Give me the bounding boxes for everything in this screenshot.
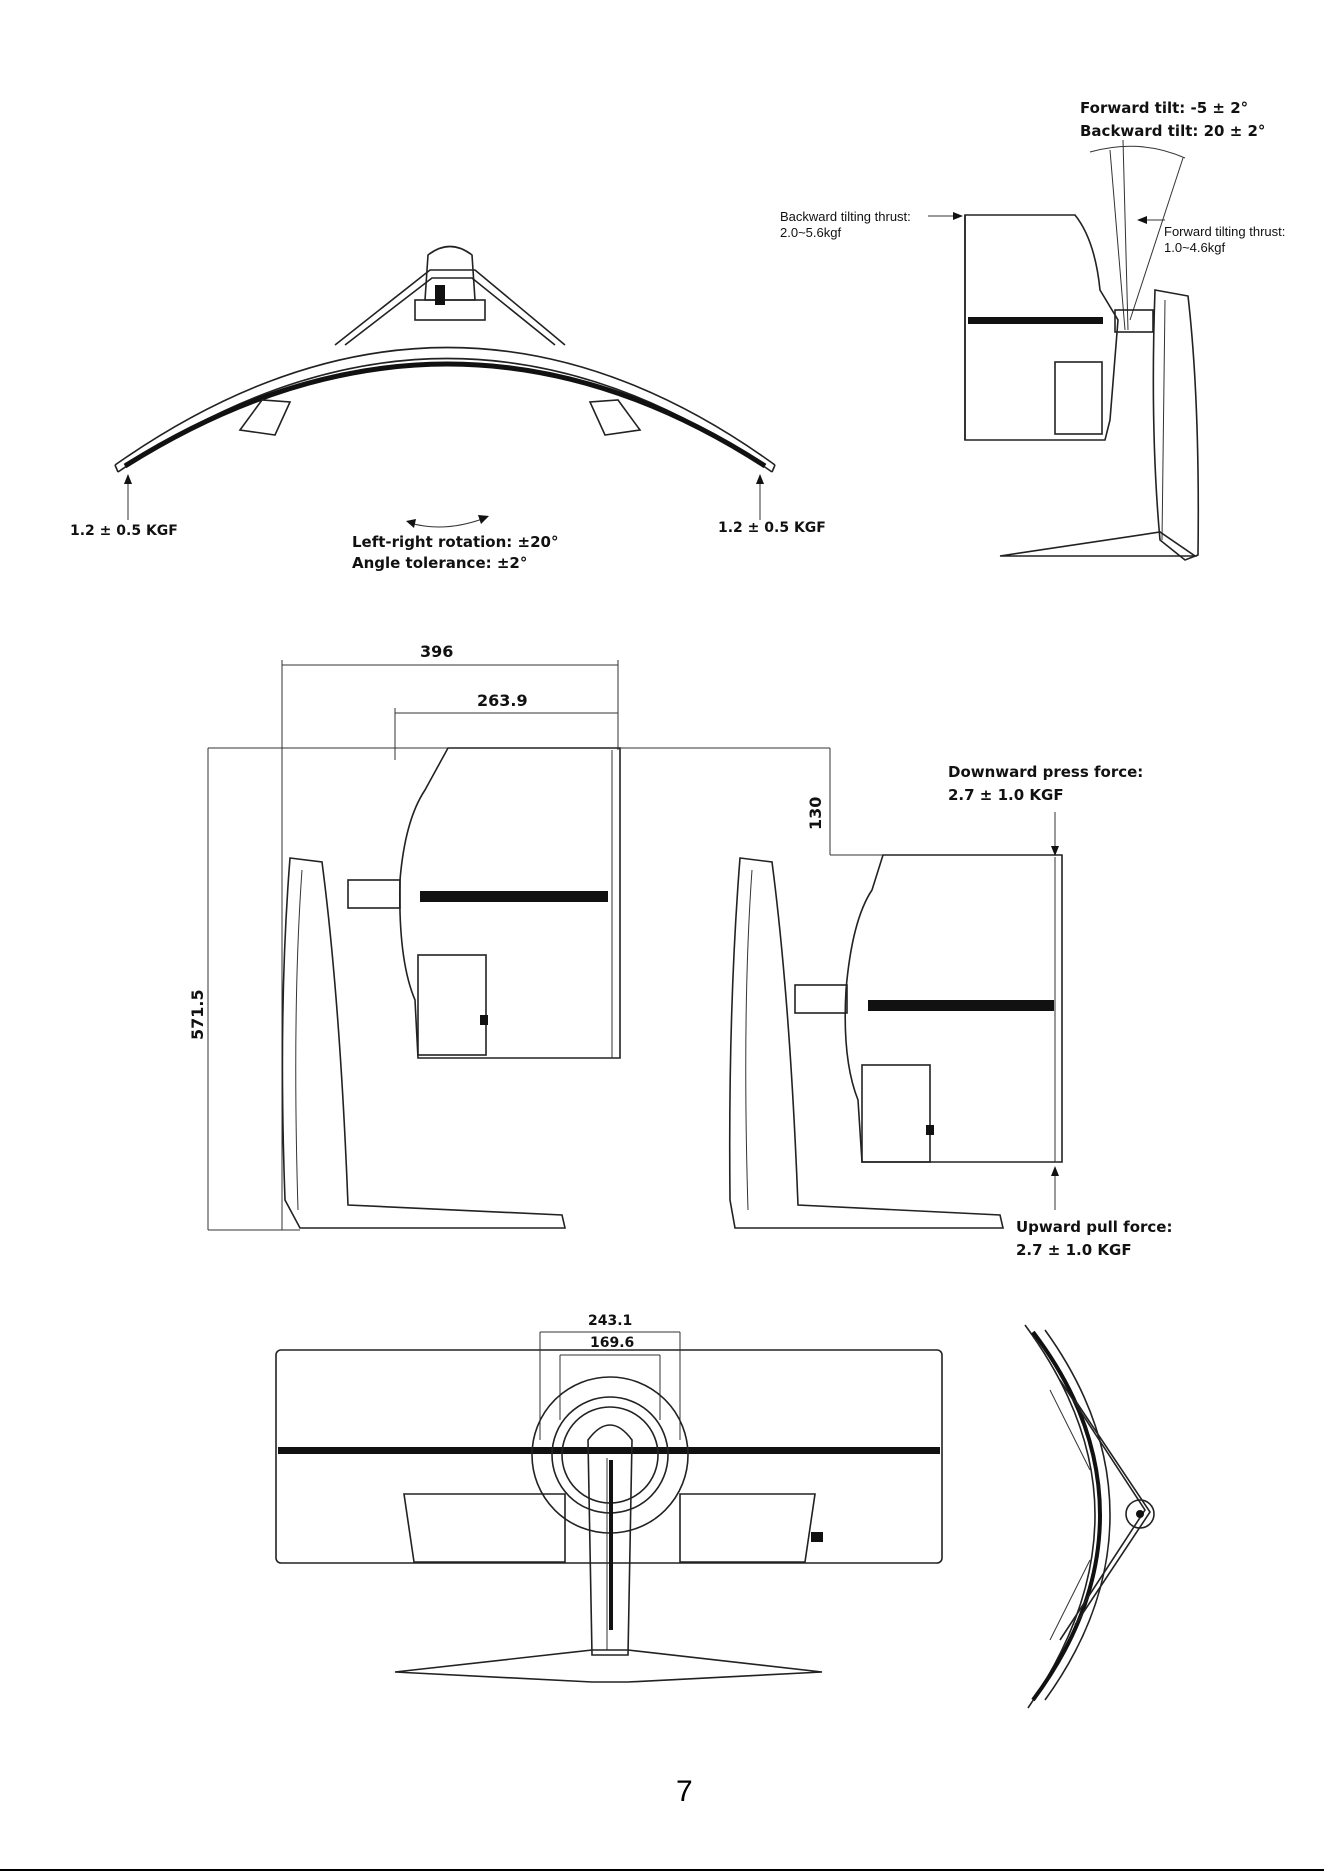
forward-tilt-label: Forward tilt: -5 ± 2° [1080,99,1248,117]
upward-pull-value: 2.7 ± 1.0 KGF [1016,1241,1132,1259]
dimension-130: 130 [806,797,825,830]
height-dimension-view [208,660,1062,1230]
downward-press-value: 2.7 ± 1.0 KGF [948,786,1064,804]
backward-tilt-label: Backward tilt: 20 ± 2° [1080,122,1265,140]
page-number: 7 [676,1775,693,1808]
top-view-monitor [115,247,775,529]
backward-thrust-value: 2.0~5.6kgf [780,225,841,240]
rear-view-monitor [276,1332,942,1682]
dimension-571-5: 571.5 [188,989,207,1040]
left-edge-force-label: 1.2 ± 0.5 KGF [70,523,178,539]
dimension-263-9: 263.9 [477,691,528,710]
swivel-top-view [1025,1325,1154,1708]
right-edge-force-label: 1.2 ± 0.5 KGF [718,520,826,536]
forward-thrust-value: 1.0~4.6kgf [1164,240,1225,255]
backward-thrust-label: Backward tilting thrust: [780,209,911,224]
dimension-169-6: 169.6 [590,1335,634,1351]
dimension-396: 396 [420,642,453,661]
angle-tolerance-label: Angle tolerance: ±2° [352,554,527,572]
rotation-label: Left-right rotation: ±20° [352,533,558,551]
forward-thrust-label: Forward tilting thrust: [1164,224,1285,239]
dimension-243-1: 243.1 [588,1313,632,1329]
tilt-side-view [928,140,1198,560]
upward-pull-label: Upward pull force: [1016,1218,1172,1236]
downward-press-label: Downward press force: [948,763,1143,781]
